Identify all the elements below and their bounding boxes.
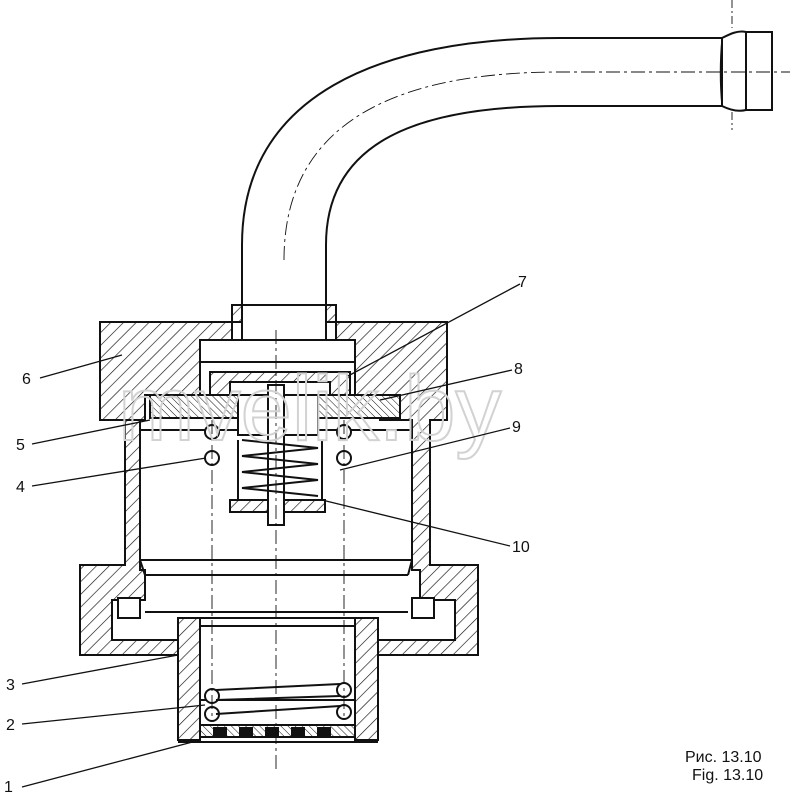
leader-10 xyxy=(321,499,511,547)
leader-2 xyxy=(21,704,206,725)
callout-1: 1 xyxy=(4,779,13,796)
callout-8: 8 xyxy=(514,361,523,378)
leader-lines xyxy=(21,283,521,788)
callout-9: 9 xyxy=(512,419,521,436)
leader-1 xyxy=(21,739,201,788)
caption-ru: Рис. 13.10 xyxy=(685,749,762,766)
leader-9 xyxy=(339,427,511,471)
callout-2: 2 xyxy=(6,717,15,734)
leader-5 xyxy=(31,419,151,445)
callout-6: 6 xyxy=(22,371,31,388)
lower-nozzle xyxy=(177,617,379,743)
callout-4: 4 xyxy=(16,479,25,496)
leader-6 xyxy=(39,354,123,379)
caption-en: Fig. 13.10 xyxy=(692,767,763,784)
leader-3 xyxy=(21,654,179,685)
bent-pipe xyxy=(241,0,790,305)
figure-caption: Рис. 13.10 Fig. 13.10 xyxy=(685,749,763,784)
callout-labels: 1 2 3 4 5 6 7 8 9 10 xyxy=(4,274,530,796)
leader-7 xyxy=(347,283,521,377)
centre-lines xyxy=(211,330,345,770)
callout-3: 3 xyxy=(6,677,15,694)
leader-8 xyxy=(379,369,513,401)
watermark-text: mvelik.by xyxy=(118,358,501,460)
callout-7: 7 xyxy=(518,274,527,291)
leader-4 xyxy=(31,457,207,487)
callout-10: 10 xyxy=(512,539,530,556)
callout-5: 5 xyxy=(16,437,25,454)
valve-body xyxy=(79,321,479,656)
